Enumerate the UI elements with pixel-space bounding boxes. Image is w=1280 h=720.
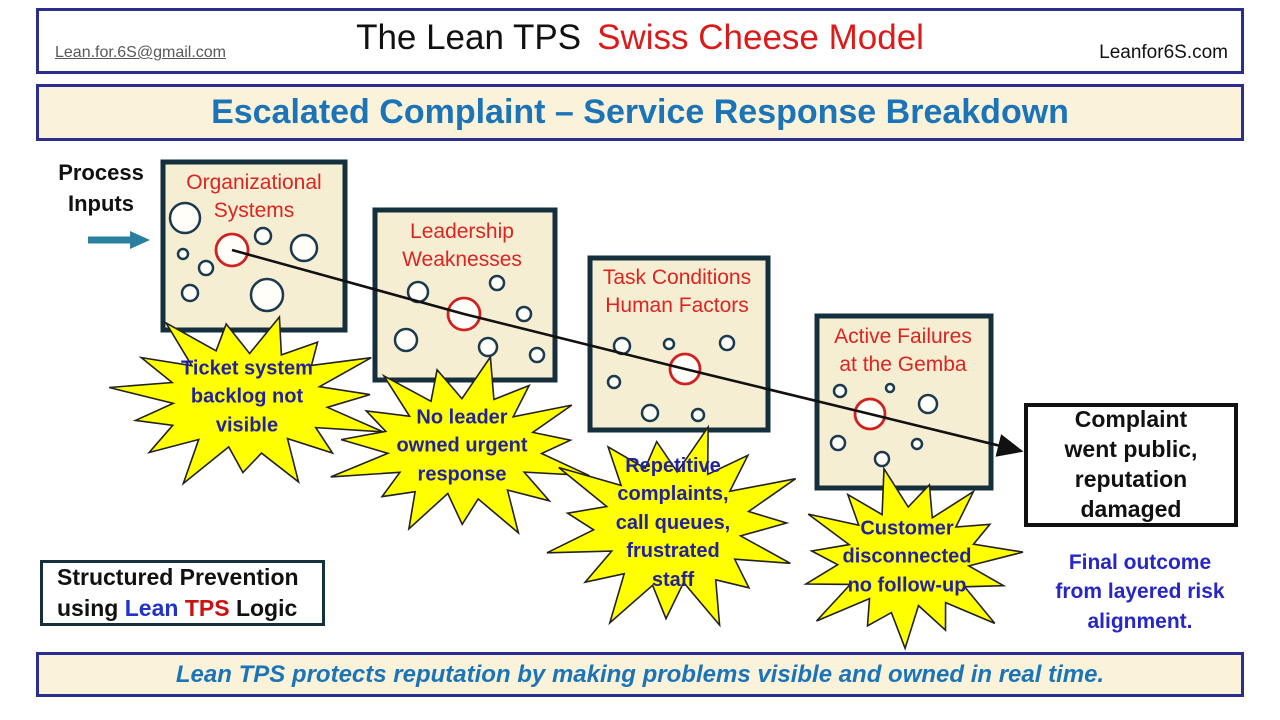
cheese-hole — [528, 346, 546, 364]
cheese-hole-red-3 — [668, 352, 702, 386]
slice-label-active-failures: Active Failures at the Gemba — [834, 325, 972, 376]
email-link[interactable]: Lean.for.6S@gmail.com — [55, 44, 226, 61]
slice-label-organizational-systems: Organizational Systems — [186, 171, 322, 222]
cheese-hole — [197, 259, 215, 277]
prevention-box: Structured Prevention using Lean TPS Log… — [40, 560, 325, 626]
cheese-hole — [690, 407, 706, 423]
header-title-black: The Lean TPS — [356, 18, 582, 57]
prevention-line1: Structured Prevention — [57, 563, 299, 590]
bottom-banner: Lean TPS protects reputation by making p… — [36, 652, 1244, 697]
header-box — [36, 8, 1244, 74]
cheese-hole — [393, 327, 419, 353]
cheese-hole — [180, 283, 200, 303]
cheese-hole — [910, 437, 924, 451]
cheese-hole — [289, 233, 319, 263]
cheese-hole — [829, 434, 847, 452]
cheese-hole — [718, 334, 736, 352]
cheese-hole — [884, 382, 896, 394]
prevention-line2: using Lean TPS Logic — [57, 595, 298, 621]
lean-word: Lean — [124, 595, 185, 621]
title-bar: Escalated Complaint – Service Response B… — [36, 84, 1244, 141]
slice-label-leadership-weaknesses: Leadership Weaknesses — [402, 220, 522, 271]
process-inputs-line2: Inputs — [68, 190, 134, 216]
cheese-hole — [606, 374, 622, 390]
process-inputs-line1: Process — [58, 160, 144, 185]
outcome-text: Complaint went public, reputation damage… — [1064, 406, 1198, 522]
header-title-red: Swiss Cheese Model — [597, 18, 924, 57]
cheese-hole-red-4 — [853, 397, 887, 431]
process-input-arrowhead — [130, 231, 150, 249]
cheese-hole — [249, 277, 285, 313]
cheese-hole — [662, 337, 676, 351]
failure-burst-text-2: No leader owned urgent response — [396, 406, 528, 486]
cheese-hole-red-2 — [446, 296, 482, 332]
slide-header-title: The Lean TPS Swiss Cheese Model — [0, 18, 1280, 58]
slice-label-task-conditions: Task Conditions Human Factors — [602, 266, 752, 317]
failure-burst-text-4: Customer disconnected no follow-up — [842, 517, 972, 597]
process-inputs-label: Process Inputs — [40, 158, 162, 220]
cheese-hole — [873, 450, 891, 468]
cheese-hole — [612, 336, 632, 356]
website-label: Leanfor6S.com — [1099, 42, 1228, 63]
cheese-hole — [488, 274, 506, 292]
cheese-hole — [832, 383, 848, 399]
final-outcome-note: Final outcome from layered risk alignmen… — [1055, 551, 1225, 633]
cheese-hole-red-1 — [214, 232, 250, 268]
banner-text: Lean TPS protects reputation by making p… — [175, 660, 1105, 688]
page-title: Escalated Complaint – Service Response B… — [211, 93, 1069, 131]
failure-burst-text-1: Ticket system backlog not visible — [181, 357, 313, 437]
cheese-hole — [253, 226, 273, 246]
cheese-hole — [917, 393, 939, 415]
failure-burst-text-3: Repetitive complaints, call queues, frus… — [615, 455, 731, 591]
cheese-hole — [406, 280, 430, 304]
outcome-box: Complaint went public, reputation damage… — [1024, 403, 1238, 527]
cheese-hole — [477, 336, 499, 358]
cheese-hole — [515, 305, 533, 323]
cheese-hole — [176, 247, 190, 261]
cheese-hole — [640, 403, 660, 423]
tps-word: TPS — [184, 595, 236, 621]
